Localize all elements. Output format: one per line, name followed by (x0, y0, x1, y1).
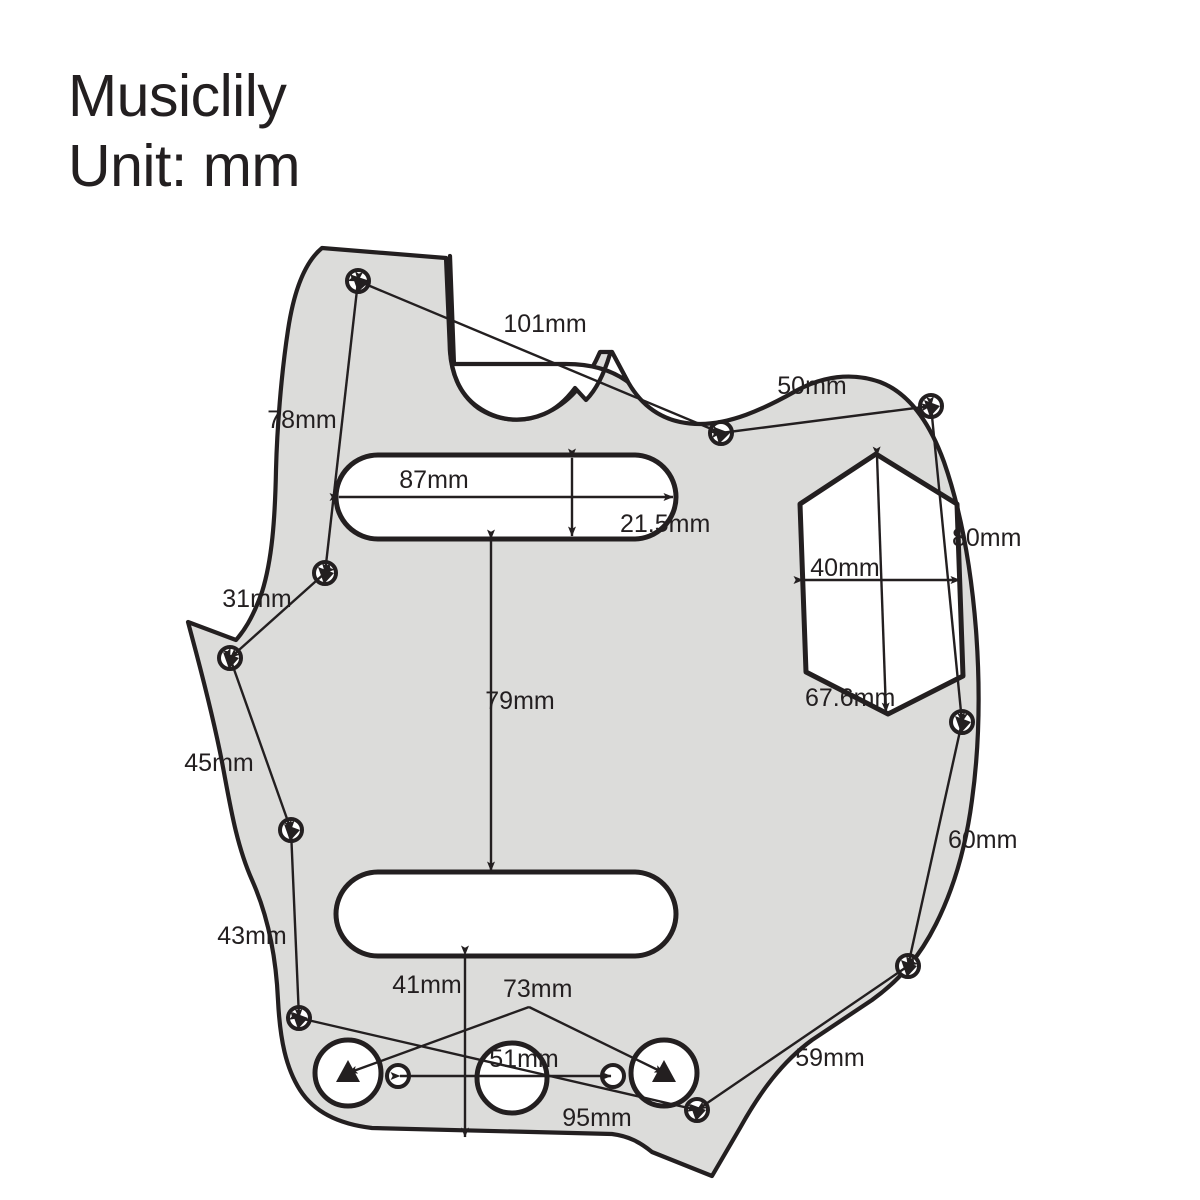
screw-mark-bottom-right-icon (690, 1104, 706, 1121)
dim-label-79: 79mm (485, 687, 554, 715)
knob-pointer-right-icon (652, 1060, 676, 1082)
dimline-60 (906, 711, 968, 967)
dim-label-80: 80mm (952, 524, 1021, 552)
dimline-67-6 (872, 446, 890, 713)
dimline-78 (322, 271, 364, 574)
screw-mark-right-mid-icon (955, 716, 971, 733)
bridge-pickup-slot (333, 869, 679, 959)
dim-label-40: 40mm (810, 554, 879, 582)
dim-label-67-6: 67.6mm (805, 684, 895, 712)
dim-label-43: 43mm (217, 922, 286, 950)
screw-mark-left-lower-icon (292, 1012, 308, 1029)
brand-block: Musiclily Unit: mm (68, 62, 301, 201)
screw-mark-right-lower-icon (901, 960, 917, 977)
unit-label: Unit: mm (68, 132, 301, 199)
dim-label-31: 31mm (222, 585, 291, 613)
dim-label-73: 73mm (503, 975, 572, 1003)
screw-mark-upper-right-icon (924, 400, 940, 417)
screw-mark-left-upper-icon (318, 567, 334, 584)
dimline-101 (347, 273, 722, 435)
dimline-95 (288, 1011, 698, 1112)
screw-mark-left-mid-icon (284, 824, 300, 841)
dim-label-87: 87mm (399, 466, 468, 494)
dim-label-41: 41mm (392, 971, 461, 999)
screw-mark-upper-body-icon (714, 427, 730, 444)
dim-label-21-5: 21.5mm (620, 510, 710, 538)
dim-label-45: 45mm (184, 749, 253, 777)
dim-label-50: 50mm (777, 372, 846, 400)
screw-slot-marks (223, 275, 971, 1121)
dimension-lines (223, 271, 968, 1138)
dim-label-60: 60mm (948, 826, 1017, 854)
dimension-labels: 101mm 78mm 50mm 87mm 21.5mm 40mm 80mm 67… (184, 310, 1021, 1132)
dimline-50 (711, 403, 932, 439)
dim-label-95: 95mm (562, 1104, 631, 1132)
dimline-59 (696, 957, 919, 1111)
screw-mark-top-horn-icon (352, 275, 370, 292)
knob-pointer-group (336, 1060, 676, 1082)
dim-label-101: 101mm (503, 310, 586, 338)
screw-mark-left-mid-upper-icon (223, 652, 239, 669)
knob-pointer-left-icon (336, 1060, 360, 1082)
dim-label-51: 51mm (489, 1045, 558, 1073)
dimline-43 (286, 820, 303, 1019)
dim-label-59: 59mm (795, 1044, 864, 1072)
dim-label-78: 78mm (267, 406, 336, 434)
dimline-31 (229, 563, 335, 659)
dimline-45 (223, 647, 293, 831)
dimline-80 (926, 396, 966, 723)
brand-name: Musiclily (68, 63, 287, 129)
